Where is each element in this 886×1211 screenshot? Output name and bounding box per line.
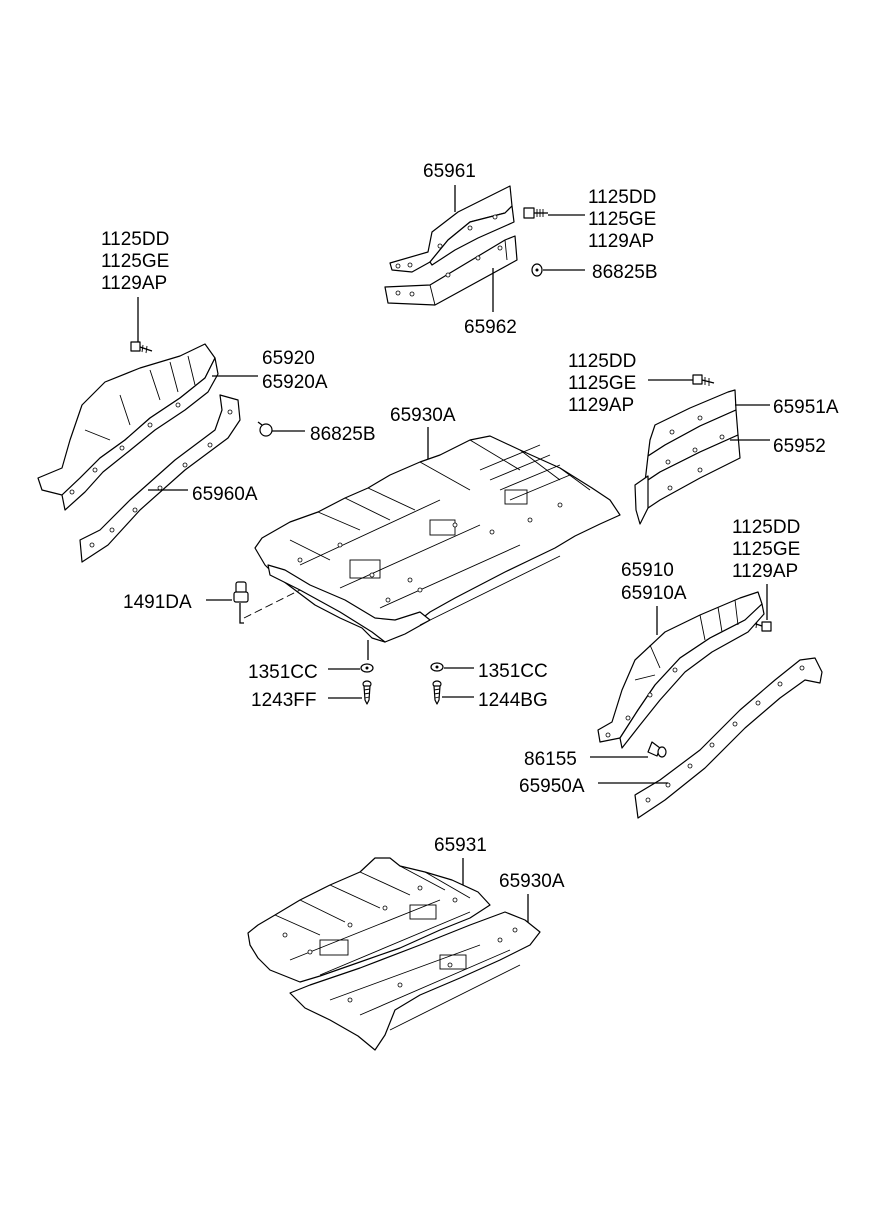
bolt-icon (523, 207, 548, 219)
label-1125ge-top: 1125GE (588, 209, 656, 230)
clip-icon (531, 263, 543, 277)
part-65952-panel (634, 409, 741, 525)
label-86825b-left: 86825B (310, 424, 376, 445)
label-1351cc-right: 1351CC (478, 661, 548, 682)
label-1244bg: 1244BG (478, 690, 548, 711)
label-1125dd-right-low: 1125DD (732, 517, 800, 538)
label-1129ap-right-mid: 1129AP (568, 395, 634, 416)
label-1491da: 1491DA (123, 592, 192, 613)
label-65961: 65961 (423, 161, 476, 182)
label-65962: 65962 (464, 317, 517, 338)
part-65962-rail (384, 235, 518, 306)
label-1129ap-right-low: 1129AP (732, 561, 798, 582)
label-86155: 86155 (524, 749, 577, 770)
label-1125ge-right-mid: 1125GE (568, 373, 636, 394)
label-65910a: 65910A (621, 583, 687, 604)
label-1129ap-left: 1129AP (101, 273, 167, 294)
label-1125ge-left: 1125GE (101, 251, 169, 272)
label-1243ff: 1243FF (251, 690, 316, 711)
part-65920-rail (37, 343, 219, 511)
label-1129ap-top: 1129AP (588, 231, 654, 252)
bolt-icon (130, 341, 153, 354)
clip-icon (233, 581, 249, 603)
part-65960a-rail (79, 394, 241, 563)
label-65951a: 65951A (773, 397, 839, 418)
label-1125dd-right-mid: 1125DD (568, 351, 636, 372)
clip-icon (647, 741, 667, 758)
part-65930a-floor-panel (254, 435, 621, 643)
part-65950a-rail (634, 657, 823, 819)
label-1125ge-right-low: 1125GE (732, 539, 800, 560)
nut-icon (360, 663, 374, 673)
label-65950a: 65950A (519, 776, 585, 797)
label-65920a: 65920A (262, 372, 328, 393)
part-65931-floor-assembly (247, 857, 541, 1051)
label-86825b-top: 86825B (592, 262, 658, 283)
screw-icon (432, 680, 442, 705)
label-65952: 65952 (773, 436, 826, 457)
part-65961-rail (389, 185, 515, 273)
label-65930a-bottom: 65930A (499, 871, 565, 892)
label-65920: 65920 (262, 348, 315, 369)
label-65960a: 65960A (192, 484, 258, 505)
label-1351cc-left: 1351CC (248, 662, 318, 683)
label-1125dd-top: 1125DD (588, 187, 656, 208)
bolt-icon (692, 374, 715, 386)
label-1125dd-left: 1125DD (101, 229, 169, 250)
clip-icon (257, 421, 273, 437)
part-65910-rail (597, 591, 765, 749)
label-65931: 65931 (434, 835, 487, 856)
label-65910: 65910 (621, 560, 674, 581)
screw-icon (362, 680, 372, 705)
nut-icon (430, 662, 444, 672)
label-65930a-top: 65930A (390, 405, 456, 426)
